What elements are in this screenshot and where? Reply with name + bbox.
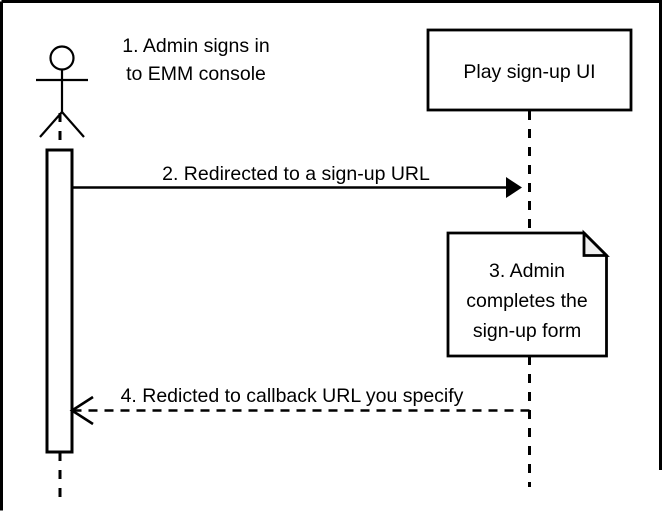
- message-4-label: 4. Redicted to callback URL you specify: [121, 385, 464, 407]
- actor-activation-bar: [45, 148, 74, 454]
- step-1-caption-line-2: to EMM console: [126, 63, 266, 85]
- note-step-3-line-2: completes the: [466, 290, 587, 312]
- message-2-label: 2. Redirected to a sign-up URL: [162, 163, 430, 185]
- step-1-caption-line-1: 1. Admin signs in: [122, 35, 269, 57]
- actor-right-leg-line: [61, 111, 85, 138]
- message-4-arrowhead-icon: [69, 395, 94, 426]
- participant-box-play-signup-ui[interactable]: [426, 28, 633, 112]
- note-step-3-folded-corner-icon: [582, 229, 610, 257]
- actor-left-leg-line: [39, 111, 63, 138]
- message-2-arrowhead-icon: [506, 177, 522, 198]
- note-step-3-line-1: 3. Admin: [489, 260, 565, 282]
- admin-actor: [36, 45, 88, 138]
- note-step-3-line-3: sign-up form: [473, 320, 581, 342]
- actor-head-icon: [49, 45, 75, 71]
- note-step-3-body: [446, 231, 608, 358]
- note-step-3[interactable]: 3. Admin completes the sign-up form: [446, 229, 610, 358]
- participant-label-play-signup-ui: Play sign-up UI: [463, 61, 595, 83]
